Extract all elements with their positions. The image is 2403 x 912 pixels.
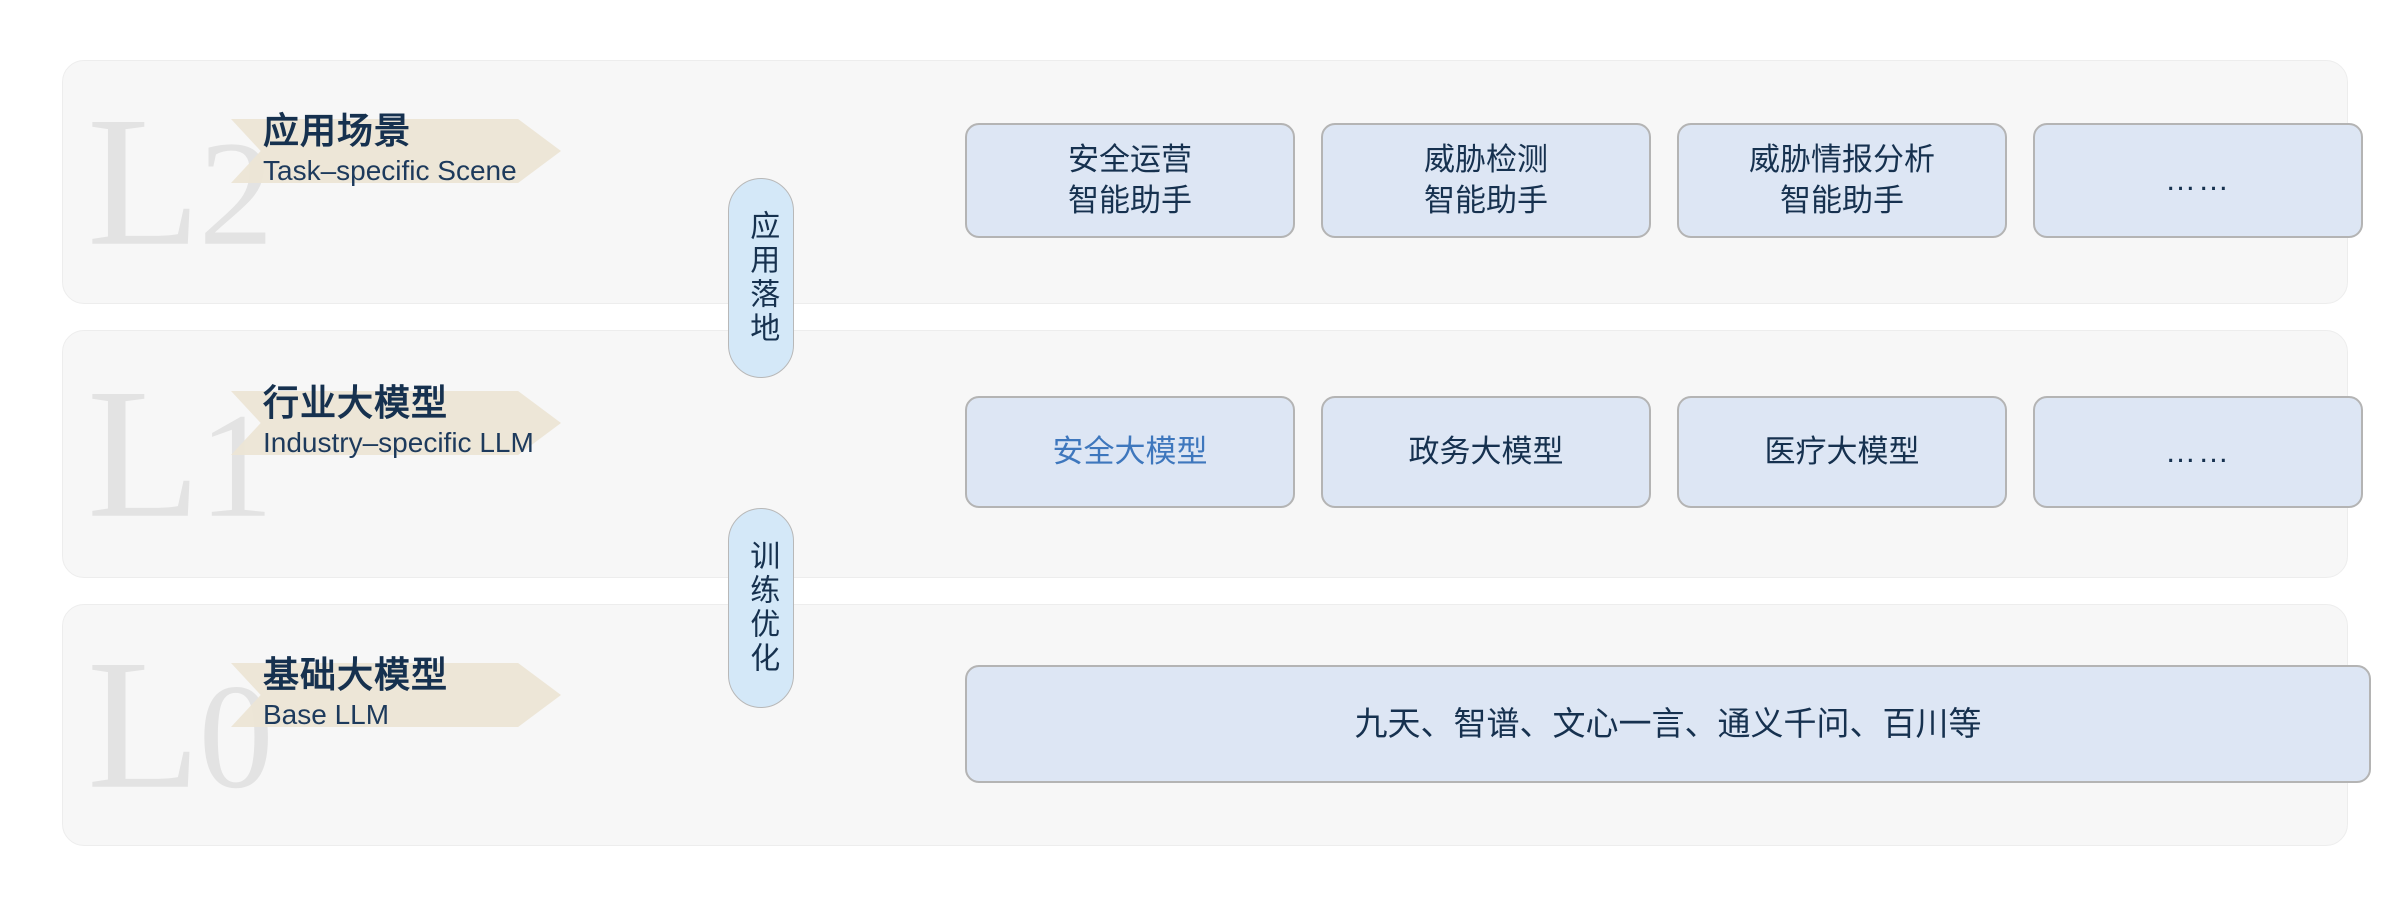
banner-chevron-l1 <box>231 391 561 455</box>
layer-title-l0: 基础大模型 Base LLM <box>263 655 448 731</box>
layer-row-l2: L2 应用场景 Task–specific Scene 安全运营 智能助手 威胁… <box>62 60 2363 304</box>
layer-row-l1: L1 行业大模型 Industry–specific LLM 安全大模型 政务大… <box>62 330 2363 578</box>
card-group-l1: 安全大模型 政务大模型 医疗大模型 …… <box>965 396 2363 508</box>
watermark-l1-letter: L <box>87 350 201 557</box>
card-medical-llm[interactable]: 医疗大模型 <box>1677 396 2007 508</box>
layer-title-cn-l2: 应用场景 <box>263 110 412 151</box>
banner-chevron-l0 <box>231 663 561 727</box>
connector-pill-training[interactable]: 训练优化 <box>728 508 794 708</box>
card-base-llm-vendors[interactable]: 九天、智谱、文心一言、通义千问、百川等 <box>965 665 2371 783</box>
card-security-operations-assistant[interactable]: 安全运营 智能助手 <box>965 123 1295 238</box>
layer-title-en-l0: Base LLM <box>263 698 390 730</box>
card-security-llm[interactable]: 安全大模型 <box>965 396 1295 508</box>
watermark-l2-letter: L <box>87 78 201 285</box>
card-threat-detection-assistant[interactable]: 威胁检测 智能助手 <box>1321 123 1651 238</box>
watermark-l0-letter: L <box>87 621 201 828</box>
layer-title-l1: 行业大模型 Industry–specific LLM <box>263 383 534 459</box>
card-more-l1[interactable]: …… <box>2033 396 2363 508</box>
layer-title-cn-l0: 基础大模型 <box>263 654 449 695</box>
watermark-l1: L1 <box>87 361 274 547</box>
card-threat-intelligence-assistant[interactable]: 威胁情报分析 智能助手 <box>1677 123 2007 238</box>
banner-chevron-l2 <box>231 119 561 183</box>
layer-title-en-l2: Task–specific Scene <box>263 154 517 186</box>
connector-pill-deployment-label: 应用落地 <box>745 210 779 346</box>
card-government-llm[interactable]: 政务大模型 <box>1321 396 1651 508</box>
layer-title-en-l1: Industry–specific LLM <box>263 426 534 458</box>
layer-row-l0: L0 基础大模型 Base LLM 九天、智谱、文心一言、通义千问、百川等 <box>62 604 2371 846</box>
card-more-l2[interactable]: …… <box>2033 123 2363 238</box>
card-group-l0: 九天、智谱、文心一言、通义千问、百川等 <box>965 665 2371 783</box>
connector-pill-training-label: 训练优化 <box>745 540 779 676</box>
layer-title-cn-l1: 行业大模型 <box>263 382 449 423</box>
layer-title-l2: 应用场景 Task–specific Scene <box>263 111 517 187</box>
card-group-l2: 安全运营 智能助手 威胁检测 智能助手 威胁情报分析 智能助手 …… <box>965 123 2363 238</box>
connector-pill-deployment[interactable]: 应用落地 <box>728 178 794 378</box>
